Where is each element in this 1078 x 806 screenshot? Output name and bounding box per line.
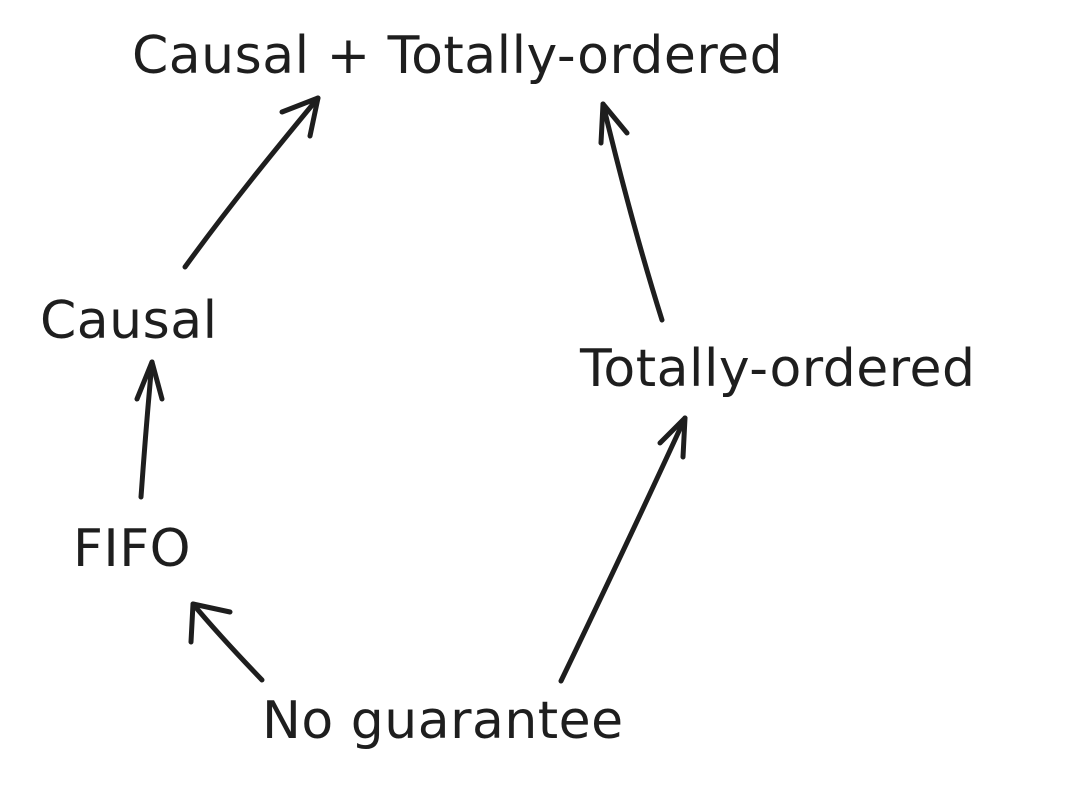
arrow-none-to-total	[558, 415, 688, 684]
arrow-total-to-combined	[598, 101, 665, 323]
arrow-fifo-to-causal	[134, 359, 165, 500]
arrow-causal-to-combined	[182, 95, 321, 270]
node-causal-totally-ordered: Causal + Totally-ordered	[132, 26, 784, 86]
node-totally-ordered: Totally-ordered	[580, 339, 976, 399]
node-fifo: FIFO	[73, 519, 192, 579]
node-no-guarantee: No guarantee	[262, 691, 624, 751]
arrow-none-to-fifo	[188, 601, 265, 683]
node-causal: Causal	[40, 291, 218, 351]
